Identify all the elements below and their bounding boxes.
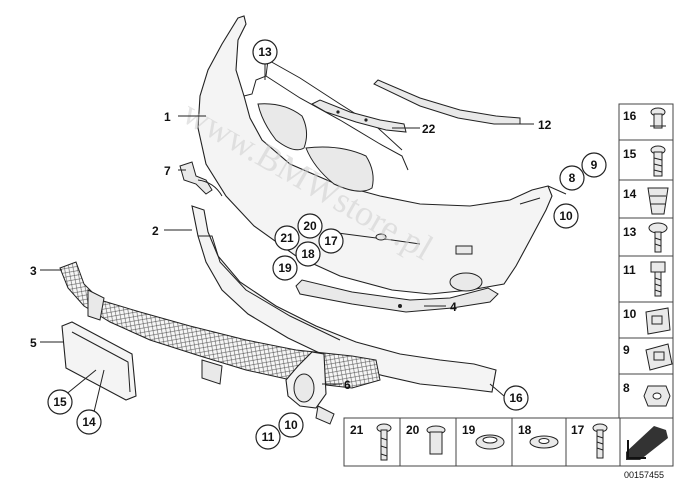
panel-label-13: 13 xyxy=(623,225,637,239)
fastener-panel-bottom: 21 20 19 18 17 xyxy=(343,417,674,467)
trim-strip-12 xyxy=(373,79,521,125)
label-3: 3 xyxy=(30,264,37,278)
rivet-icon xyxy=(650,145,666,177)
direction-arrow-icon xyxy=(626,426,668,460)
washer-icon xyxy=(529,435,559,449)
callout-8: 8 xyxy=(559,165,585,191)
svg-text:8: 8 xyxy=(569,171,576,185)
bumper-cover xyxy=(197,15,553,295)
panel-label-18: 18 xyxy=(518,423,532,437)
svg-text:10: 10 xyxy=(284,418,298,432)
callout-18: 18 xyxy=(295,241,321,267)
nut-clip-icon-9 xyxy=(645,343,673,371)
svg-text:16: 16 xyxy=(509,391,523,405)
label-22: 22 xyxy=(422,122,436,136)
callout-11: 11 xyxy=(255,424,281,450)
panel-label-19: 19 xyxy=(462,423,476,437)
callout-17: 17 xyxy=(318,228,344,254)
panel-label-9: 9 xyxy=(623,343,630,357)
panel-label-20: 20 xyxy=(406,423,420,437)
svg-text:14: 14 xyxy=(82,415,96,429)
panel-label-8: 8 xyxy=(623,381,630,395)
bracket-7 xyxy=(179,161,223,197)
svg-text:13: 13 xyxy=(258,45,272,59)
callout-19: 19 xyxy=(272,255,298,281)
callout-10-right: 10 xyxy=(553,203,579,229)
callout-13: 13 xyxy=(252,39,278,65)
svg-text:19: 19 xyxy=(278,261,292,275)
panel-label-14: 14 xyxy=(623,187,637,201)
panel-label-15: 15 xyxy=(623,147,637,161)
license-plate-base xyxy=(61,321,137,401)
callout-10-bottom: 10 xyxy=(278,412,304,438)
svg-text:20: 20 xyxy=(303,219,317,233)
nut-clip-icon-10 xyxy=(645,307,671,335)
label-1: 1 xyxy=(164,110,171,124)
diagram-code: 00157455 xyxy=(624,470,664,480)
label-5: 5 xyxy=(30,336,37,350)
fastener-panel-side: 16 15 14 13 11 10 9 8 xyxy=(618,103,674,419)
screw-icon-17 xyxy=(592,423,608,459)
mounting-rail-4 xyxy=(295,279,499,313)
callout-15: 15 xyxy=(47,389,73,415)
svg-text:18: 18 xyxy=(301,247,315,261)
panel-label-11: 11 xyxy=(623,263,636,277)
label-2: 2 xyxy=(152,224,159,238)
screw-icon-21 xyxy=(376,423,392,461)
grommet-icon xyxy=(647,187,669,215)
grille-mesh xyxy=(59,261,381,389)
label-4: 4 xyxy=(450,300,457,314)
svg-text:10: 10 xyxy=(559,209,573,223)
panel-label-21: 21 xyxy=(350,423,364,437)
callout-20: 20 xyxy=(297,213,323,239)
callout-14: 14 xyxy=(76,409,102,435)
svg-text:21: 21 xyxy=(280,231,294,245)
bolt-icon xyxy=(650,261,666,297)
panel-label-10: 10 xyxy=(623,307,637,321)
svg-text:9: 9 xyxy=(591,158,598,172)
fog-lamp-cover xyxy=(285,351,335,425)
label-12: 12 xyxy=(538,118,552,132)
clip-icon xyxy=(650,107,666,129)
nut-icon xyxy=(643,385,671,407)
callout-16: 16 xyxy=(503,385,529,411)
label-7: 7 xyxy=(164,164,171,178)
svg-text:11: 11 xyxy=(262,430,275,444)
svg-text:15: 15 xyxy=(53,395,67,409)
label-6: 6 xyxy=(344,378,351,392)
panel-label-17: 17 xyxy=(571,423,585,437)
screw-icon-13 xyxy=(648,222,668,253)
panel-label-16: 16 xyxy=(623,109,637,123)
callout-21: 21 xyxy=(274,225,300,251)
callout-9: 9 xyxy=(581,152,607,178)
ring-icon xyxy=(475,434,505,450)
svg-text:17: 17 xyxy=(324,234,338,248)
spacer-icon xyxy=(426,425,446,455)
bracket-22 xyxy=(310,99,407,133)
